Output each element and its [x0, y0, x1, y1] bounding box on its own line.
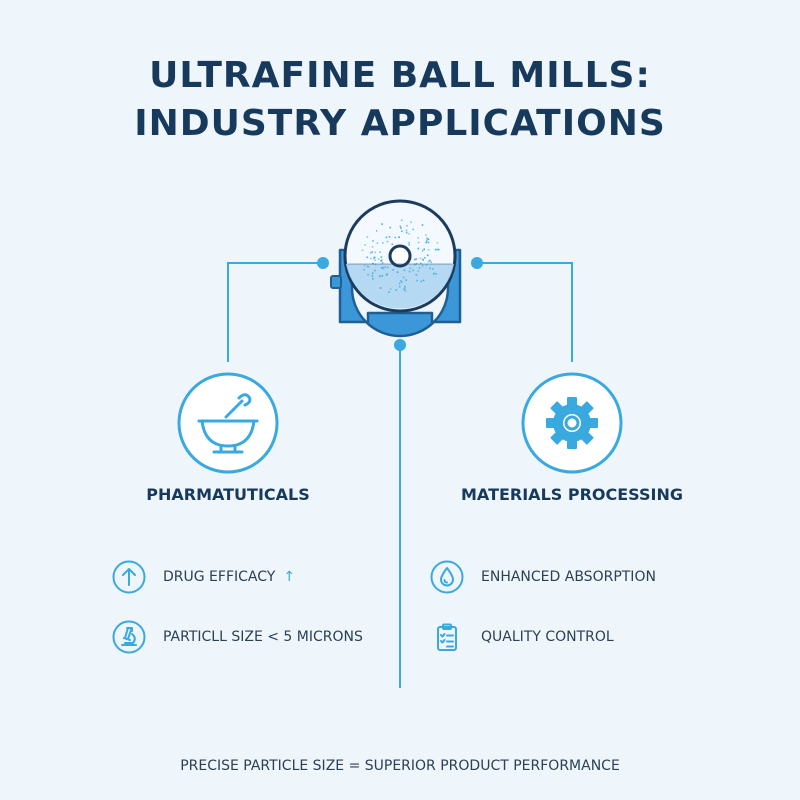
droplet-icon	[430, 560, 464, 594]
connector-right	[477, 262, 573, 362]
arrow-up-icon	[112, 560, 146, 594]
clipboard-icon	[430, 620, 464, 654]
connector-dot-right	[471, 257, 483, 269]
mortar-pestle-icon	[197, 393, 259, 454]
microscope-icon	[112, 620, 146, 654]
connector-dot-left	[317, 257, 329, 269]
ball-mill-icon	[330, 199, 462, 338]
footer-tagline: PRECISE PARTICLE SIZE = SUPERIOR PRODUCT…	[180, 758, 620, 774]
materials-processing-badge	[521, 372, 623, 474]
connector-dot-center	[394, 339, 406, 351]
page-title: ULTRAFINE BALL MILLS: INDUSTRY APPLICATI…	[0, 52, 800, 148]
item-label: DRUG EFFICACY	[163, 569, 276, 585]
gear-icon	[546, 397, 598, 449]
heading-pharmaceuticals: PHARMATUTICALS	[146, 485, 310, 504]
increase-arrow: ↑	[283, 569, 296, 585]
list-item-quality-control: QUALITY CONTROL	[430, 620, 614, 654]
title-line-1: ULTRAFINE BALL MILLS:	[149, 55, 651, 96]
list-item-drug-efficacy: DRUG EFFICACY ↑	[112, 560, 295, 594]
title-line-2: INDUSTRY APPLICATIONS	[134, 103, 666, 144]
list-item-enhanced-absorption: ENHANCED ABSORPTION	[430, 560, 656, 594]
heading-materials-processing: MATERIALS PROCESSING	[461, 485, 683, 504]
item-label: PARTICLL SIZE < 5 MICRONS	[163, 629, 363, 645]
connector-left	[227, 262, 323, 362]
item-label: ENHANCED ABSORPTION	[481, 569, 656, 585]
list-item-particle-size: PARTICLL SIZE < 5 MICRONS	[112, 620, 363, 654]
pharmaceuticals-badge	[177, 372, 279, 474]
connector-lines	[227, 262, 573, 688]
item-label: QUALITY CONTROL	[481, 629, 614, 645]
